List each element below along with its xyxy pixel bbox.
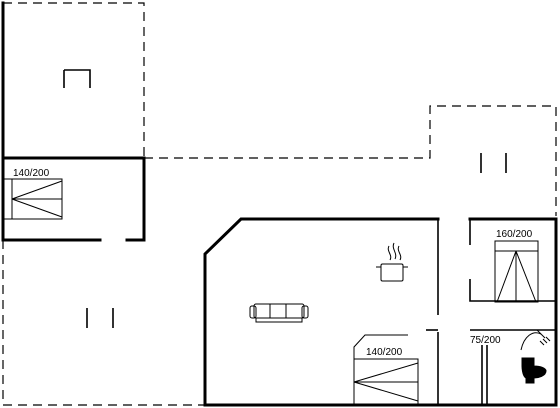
sofa-icon: [249, 303, 309, 323]
interior-walls: [426, 219, 556, 405]
toilet-icon: [521, 357, 547, 384]
bed-center-label: 140/200: [366, 347, 403, 358]
bed-left-label: 140/200: [13, 168, 50, 179]
stove-pot-icon: [376, 242, 408, 282]
shower-icon: [520, 329, 551, 351]
bed-left: 140/200: [2, 168, 63, 220]
bed-upper-right: 160/200: [494, 229, 539, 303]
bed-upper-right-label: 160/200: [496, 229, 533, 240]
bed-center: 140/200: [353, 334, 419, 405]
door-marks: [63, 69, 507, 328]
bed-small-label: 75/200: [470, 335, 501, 346]
